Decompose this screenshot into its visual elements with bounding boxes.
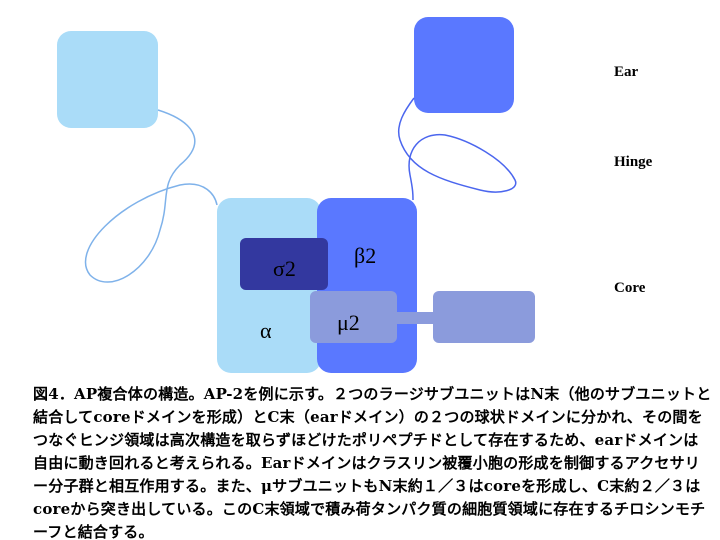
core-label: Core: [614, 280, 646, 296]
beta2-label: β2: [354, 243, 377, 268]
figure-caption: 図4．AP複合体の構造。AP-2を例に示す。２つのラージサブユニットはN末（他の…: [33, 385, 712, 540]
ear-label: Ear: [614, 64, 639, 80]
mu2-label: μ2: [337, 310, 360, 335]
sigma2-subunit: [240, 238, 328, 290]
alpha-label: α: [260, 318, 272, 343]
ap2-structure-figure: [57, 17, 535, 373]
mu2-n-terminal: [310, 291, 397, 343]
mu2-linker: [395, 312, 435, 324]
mu2-c-terminal: [433, 291, 535, 343]
beta2-ear: [414, 17, 514, 113]
beta2-core: [317, 198, 417, 373]
alpha-ear: [57, 31, 158, 128]
sigma2-label: σ2: [273, 256, 296, 281]
beta2-hinge: [398, 97, 517, 201]
hinge-label: Hinge: [614, 154, 653, 170]
alpha-hinge: [84, 109, 218, 283]
